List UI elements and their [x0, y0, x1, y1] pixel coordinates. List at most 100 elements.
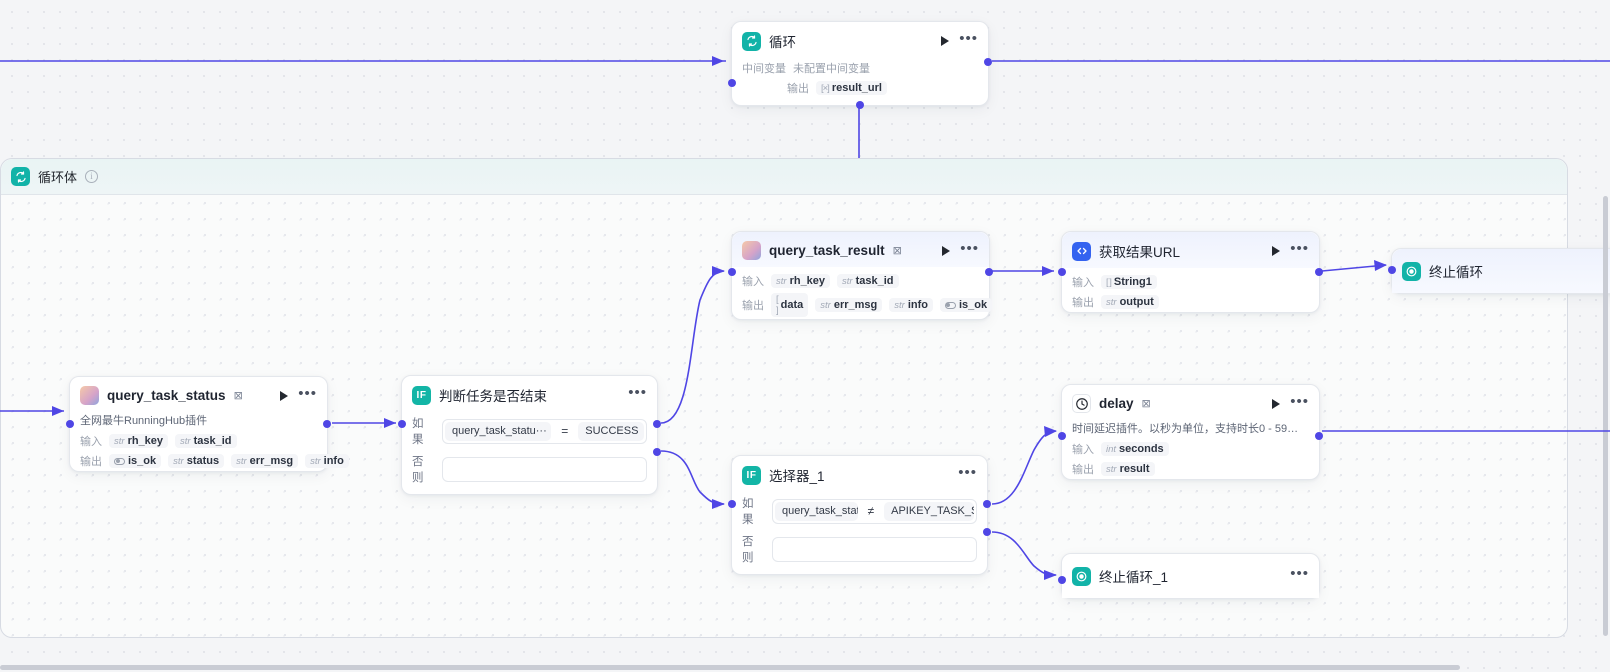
- io-chip: str status: [168, 454, 225, 468]
- plugin-avatar-icon: [742, 241, 761, 260]
- node-get-result-url[interactable]: 获取结果URL ••• 输入 [ ] String1 输出 str output: [1058, 231, 1323, 313]
- more-button[interactable]: •••: [1290, 565, 1309, 582]
- if-icon: IF: [412, 385, 431, 405]
- if-branch-row: 如果 query_task_statu··· = SUCCESS: [402, 412, 657, 450]
- port-in[interactable]: [1388, 266, 1396, 274]
- node-query-task-result[interactable]: query_task_result ⊠ ••• 输入 str rh_key st…: [728, 231, 993, 320]
- loop-icon: [742, 31, 761, 51]
- loop-output-chip: [×] result_url: [816, 81, 887, 95]
- inputs-label: 输入: [742, 276, 764, 288]
- run-button[interactable]: [280, 390, 289, 401]
- more-button[interactable]: •••: [958, 464, 977, 481]
- if-condition-box[interactable]: query_task_statu··· ≠ APIKEY_TASK_ST···: [772, 498, 977, 524]
- inputs-row: 输入 [ ] String1: [1062, 268, 1319, 292]
- node-query-task-status[interactable]: query_task_status ⊠ ••• 全网最牛RunningHub插件…: [66, 376, 349, 472]
- more-button[interactable]: •••: [628, 384, 647, 401]
- node-judge-title: 判断任务是否结束: [439, 389, 547, 404]
- node-tag-icon: ⊠: [233, 390, 243, 402]
- node-delay[interactable]: delay ⊠ ••• 时间延迟插件。以秒为单位，支持时长0 - 59秒。主要用…: [1058, 384, 1323, 480]
- condition-right[interactable]: SUCCESS: [578, 421, 644, 441]
- loop-icon: [11, 167, 30, 186]
- outputs-label: 输出: [1072, 297, 1094, 309]
- port-in[interactable]: [1058, 576, 1066, 584]
- port-in[interactable]: [1058, 268, 1066, 276]
- else-label: 否则: [412, 456, 424, 484]
- io-chip: str output: [1101, 295, 1159, 309]
- node-judge-header: IF 判断任务是否结束 •••: [402, 376, 657, 412]
- port-out-false[interactable]: [653, 448, 661, 456]
- node-loop-header: 循环 •••: [732, 22, 988, 58]
- node-description: 时间延迟插件。以秒为单位，支持时长0 - 59秒。主要用于延迟···: [1072, 423, 1319, 435]
- port-in[interactable]: [728, 500, 736, 508]
- if-condition-box[interactable]: query_task_statu··· = SUCCESS: [442, 418, 647, 444]
- more-button[interactable]: •••: [959, 30, 978, 47]
- inputs-row: 输入 int seconds: [1062, 439, 1319, 459]
- io-chip: str result: [1101, 462, 1155, 476]
- condition-left[interactable]: query_task_statu···: [775, 501, 858, 521]
- node-terminate-loop[interactable]: 终止循环: [1388, 248, 1610, 294]
- node-selector-1[interactable]: IF 选择器_1 ••• 如果 query_task_statu··· ≠ AP…: [728, 455, 991, 575]
- inputs-label: 输入: [1072, 277, 1094, 289]
- node-tag-icon: ⊠: [892, 245, 902, 257]
- condition-left[interactable]: query_task_statu···: [445, 421, 552, 441]
- bool-icon: [944, 301, 956, 309]
- else-condition-box[interactable]: [772, 536, 977, 562]
- stop-loop-icon: [1402, 261, 1421, 281]
- vertical-scrollbar[interactable]: [1603, 196, 1608, 636]
- condition-operator[interactable]: =: [561, 424, 569, 438]
- node-judge-task-finished[interactable]: IF 判断任务是否结束 ••• 如果 query_task_statu··· =…: [398, 375, 661, 495]
- loop-output-row: 输出 [×] result_url: [732, 78, 988, 105]
- info-icon[interactable]: i: [85, 170, 99, 183]
- port-in[interactable]: [728, 268, 736, 276]
- io-chip: [ ] String1: [1101, 275, 1157, 289]
- node-loop[interactable]: 循环 ••• 中间变量 未配置中间变量 输出 [×] result_url: [728, 21, 992, 109]
- port-in[interactable]: [1058, 432, 1066, 440]
- node-query-task-status-title: query_task_status: [107, 388, 226, 403]
- port-loop-out-bottom[interactable]: [856, 101, 864, 109]
- inputs-label: 输入: [80, 436, 102, 448]
- port-out[interactable]: [1315, 268, 1323, 276]
- outputs-label: 输出: [742, 300, 764, 312]
- run-button[interactable]: [941, 36, 950, 46]
- port-out-true[interactable]: [983, 500, 991, 508]
- port-in[interactable]: [66, 420, 74, 428]
- node-terminate-loop-1[interactable]: 终止循环_1 •••: [1058, 553, 1320, 599]
- condition-right[interactable]: APIKEY_TASK_ST···: [884, 501, 974, 521]
- more-button[interactable]: •••: [298, 384, 317, 402]
- if-label: 如果: [742, 498, 754, 526]
- node-query-task-result-header: query_task_result ⊠ •••: [732, 232, 989, 267]
- if-label: 如果: [412, 418, 424, 446]
- outputs-row: 输出 str output: [1062, 292, 1319, 312]
- port-out[interactable]: [985, 268, 993, 276]
- run-button[interactable]: [1272, 246, 1281, 256]
- io-chip: str err_msg: [231, 454, 299, 468]
- outputs-row: 输出 [ ] data str err_msg str info is_ok: [732, 291, 993, 319]
- plugin-avatar-icon: [80, 386, 99, 405]
- more-button[interactable]: •••: [1290, 392, 1309, 410]
- node-loop-title: 循环: [769, 35, 796, 50]
- node-description: 全网最牛RunningHub插件: [80, 415, 208, 427]
- port-in[interactable]: [398, 420, 406, 428]
- port-loop-in[interactable]: [728, 79, 736, 87]
- condition-operator[interactable]: ≠: [867, 504, 875, 518]
- port-out[interactable]: [323, 420, 331, 428]
- io-chip: str task_id: [175, 434, 237, 448]
- io-chip: is_ok: [109, 454, 162, 468]
- node-terminate-loop-title: 终止循环: [1429, 265, 1483, 280]
- run-button[interactable]: [1272, 398, 1281, 409]
- port-out-false[interactable]: [983, 528, 991, 536]
- port-out[interactable]: [1315, 432, 1323, 440]
- else-condition-box[interactable]: [442, 456, 647, 482]
- io-chip: int seconds: [1101, 442, 1169, 456]
- horizontal-scrollbar[interactable]: [0, 665, 1460, 670]
- more-button[interactable]: •••: [1290, 240, 1309, 257]
- run-button[interactable]: [942, 245, 951, 256]
- io-chip: str rh_key: [109, 434, 169, 448]
- loop-intermediate-var-label: 中间变量: [742, 63, 786, 75]
- io-chip: str info: [305, 454, 349, 468]
- port-out-true[interactable]: [653, 420, 661, 428]
- more-button[interactable]: •••: [960, 239, 979, 257]
- io-chip: [ ] data: [771, 293, 809, 317]
- port-loop-out-right[interactable]: [984, 58, 992, 66]
